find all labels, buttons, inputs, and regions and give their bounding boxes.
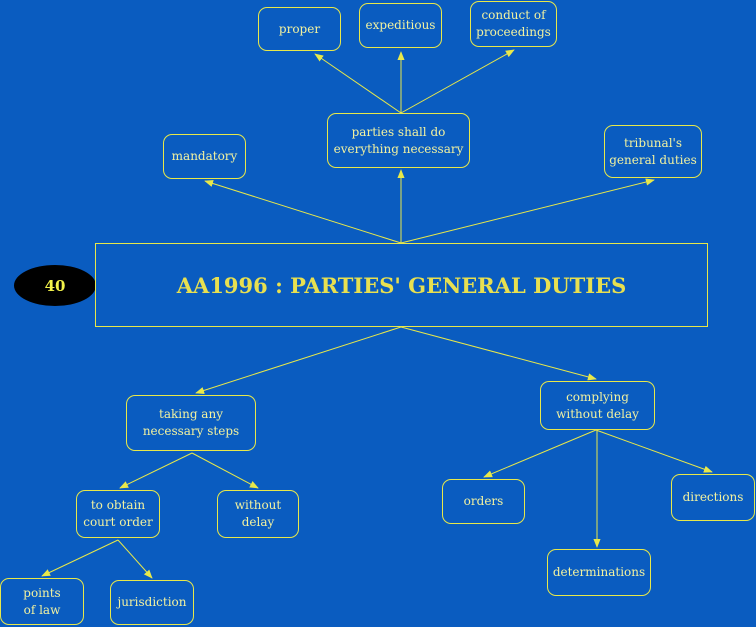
link-to-without-delay [191,452,259,489]
node-tribunals-general-duties: tribunal's general duties [604,125,702,178]
link-to-orders [483,429,597,478]
node-proper: proper [258,7,341,51]
topic-number-badge: 40 [14,265,96,306]
node-directions: directions [671,474,755,521]
link-to-mandatory [204,180,402,244]
link-to-points-of-law [41,539,119,577]
node-parties-shall-do: parties shall do everything necessary [327,113,470,168]
link-to-proper [314,53,402,114]
node-without-delay: without delay [217,490,299,538]
node-conduct-of-proceedings: conduct of proceedings [470,1,557,47]
link-to-tribunal [400,178,655,244]
node-orders: orders [442,479,525,524]
node-taking-necessary-steps: taking any necessary steps [126,395,256,451]
link-to-taking-steps [195,326,402,394]
link-to-obtain-order [119,452,193,489]
node-to-obtain-court-order: to obtain court order [76,490,160,538]
node-complying-without-delay: complying without delay [540,381,655,430]
central-topic: AA1996 : PARTIES' GENERAL DUTIES [95,243,708,327]
link-to-jurisdiction [117,539,153,579]
node-mandatory: mandatory [163,134,246,179]
node-expeditious: expeditious [359,3,442,48]
link-to-complying [400,326,597,381]
node-points-of-law: points of law [0,578,84,625]
link-to-conduct [400,49,515,114]
node-jurisdiction: jurisdiction [110,580,194,625]
link-to-directions [595,429,713,473]
node-determinations: determinations [547,549,651,596]
